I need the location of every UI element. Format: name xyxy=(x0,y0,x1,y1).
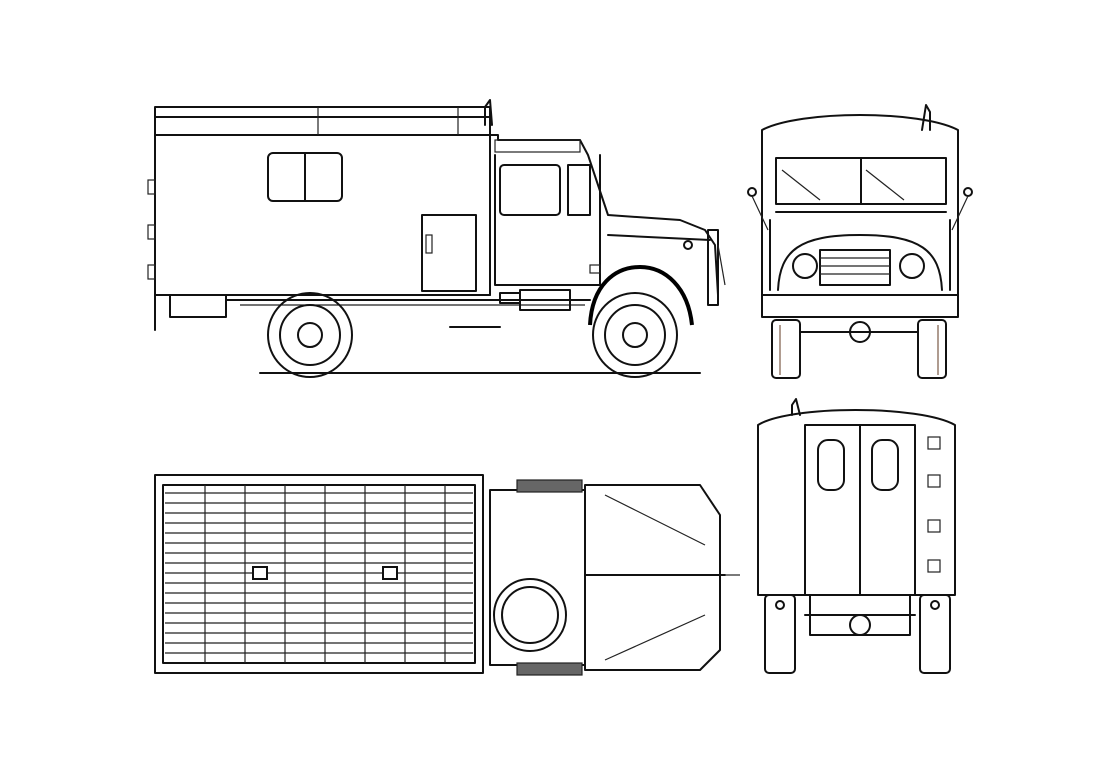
headlight-left xyxy=(792,253,818,279)
front-view-drawing xyxy=(747,104,973,379)
front-cab-outline xyxy=(761,114,959,296)
front-fender xyxy=(588,264,694,326)
roof-hatch xyxy=(493,578,567,652)
top-view xyxy=(145,465,745,685)
hood-top xyxy=(584,484,721,671)
rear-window-left xyxy=(817,439,845,491)
rear-box-outline xyxy=(757,409,956,596)
roof-vent-1 xyxy=(252,566,268,580)
front-view xyxy=(740,100,980,385)
hood-front xyxy=(777,234,943,291)
grille-edge xyxy=(707,229,719,306)
side-hatch xyxy=(421,214,477,292)
bumper xyxy=(761,294,959,318)
side-view xyxy=(140,95,740,390)
rear-wheel xyxy=(267,292,353,378)
front-tire-left xyxy=(771,319,801,379)
roof-box xyxy=(154,474,484,674)
grille xyxy=(819,249,891,286)
cab-door-window xyxy=(499,164,561,216)
roof-slats xyxy=(165,485,473,663)
rear-tire-left xyxy=(764,594,796,674)
rear-tire-right xyxy=(919,594,951,674)
roof-vent-2 xyxy=(382,566,398,580)
rear-view xyxy=(750,395,965,680)
top-view-drawing xyxy=(154,474,740,676)
rear-window-right xyxy=(871,439,899,491)
rear-view-drawing xyxy=(757,398,956,674)
front-wheel xyxy=(592,292,678,378)
headlight-right xyxy=(899,253,925,279)
side-view-drawing xyxy=(147,99,726,378)
front-tire-right xyxy=(917,319,947,379)
